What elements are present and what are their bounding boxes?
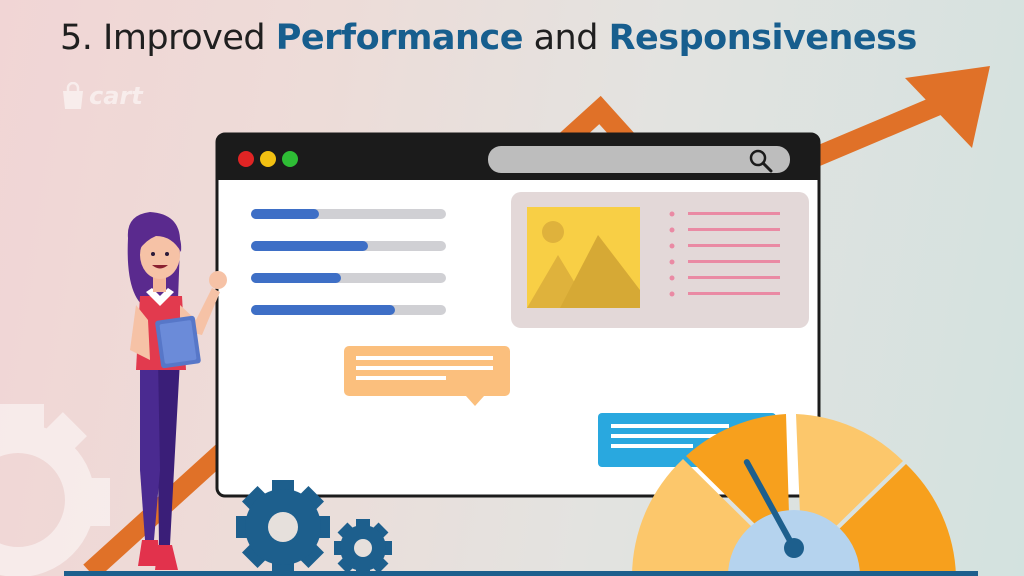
progress-fill bbox=[251, 305, 395, 315]
card-text-lines bbox=[669, 211, 780, 297]
brand-logo: cart bbox=[60, 82, 143, 110]
title-highlight-performance: Performance bbox=[275, 18, 524, 58]
title-middle: and bbox=[522, 18, 609, 58]
progress-fill bbox=[251, 209, 319, 219]
title-highlight-responsiveness: Responsiveness bbox=[608, 18, 918, 58]
window-minimize-dot bbox=[260, 151, 276, 167]
address-bar bbox=[488, 146, 790, 173]
large-gear-icon bbox=[236, 480, 330, 574]
media-card bbox=[511, 192, 809, 328]
speedometer-gauge bbox=[632, 414, 956, 576]
background-gear-icon bbox=[0, 404, 110, 576]
image-placeholder-icon bbox=[527, 207, 640, 308]
title-prefix: 5. Improved bbox=[60, 18, 276, 58]
shopping-bag-icon bbox=[63, 82, 83, 109]
small-gear-icon bbox=[334, 519, 392, 576]
logo-text: cart bbox=[89, 82, 143, 110]
waving-hand bbox=[209, 271, 227, 289]
progress-fill bbox=[251, 273, 341, 283]
window-maximize-dot bbox=[282, 151, 298, 167]
ground-line bbox=[64, 571, 978, 576]
woman-figure bbox=[127, 212, 227, 570]
window-close-dot bbox=[238, 151, 254, 167]
gauge-hub bbox=[784, 538, 804, 558]
search-icon bbox=[749, 149, 773, 173]
gauge-needle bbox=[743, 459, 797, 551]
message-bubble-orange bbox=[344, 346, 510, 406]
page-title: 5. Improved Performance and Responsivene… bbox=[60, 18, 917, 58]
progress-bars bbox=[251, 209, 446, 315]
progress-fill bbox=[251, 241, 368, 251]
